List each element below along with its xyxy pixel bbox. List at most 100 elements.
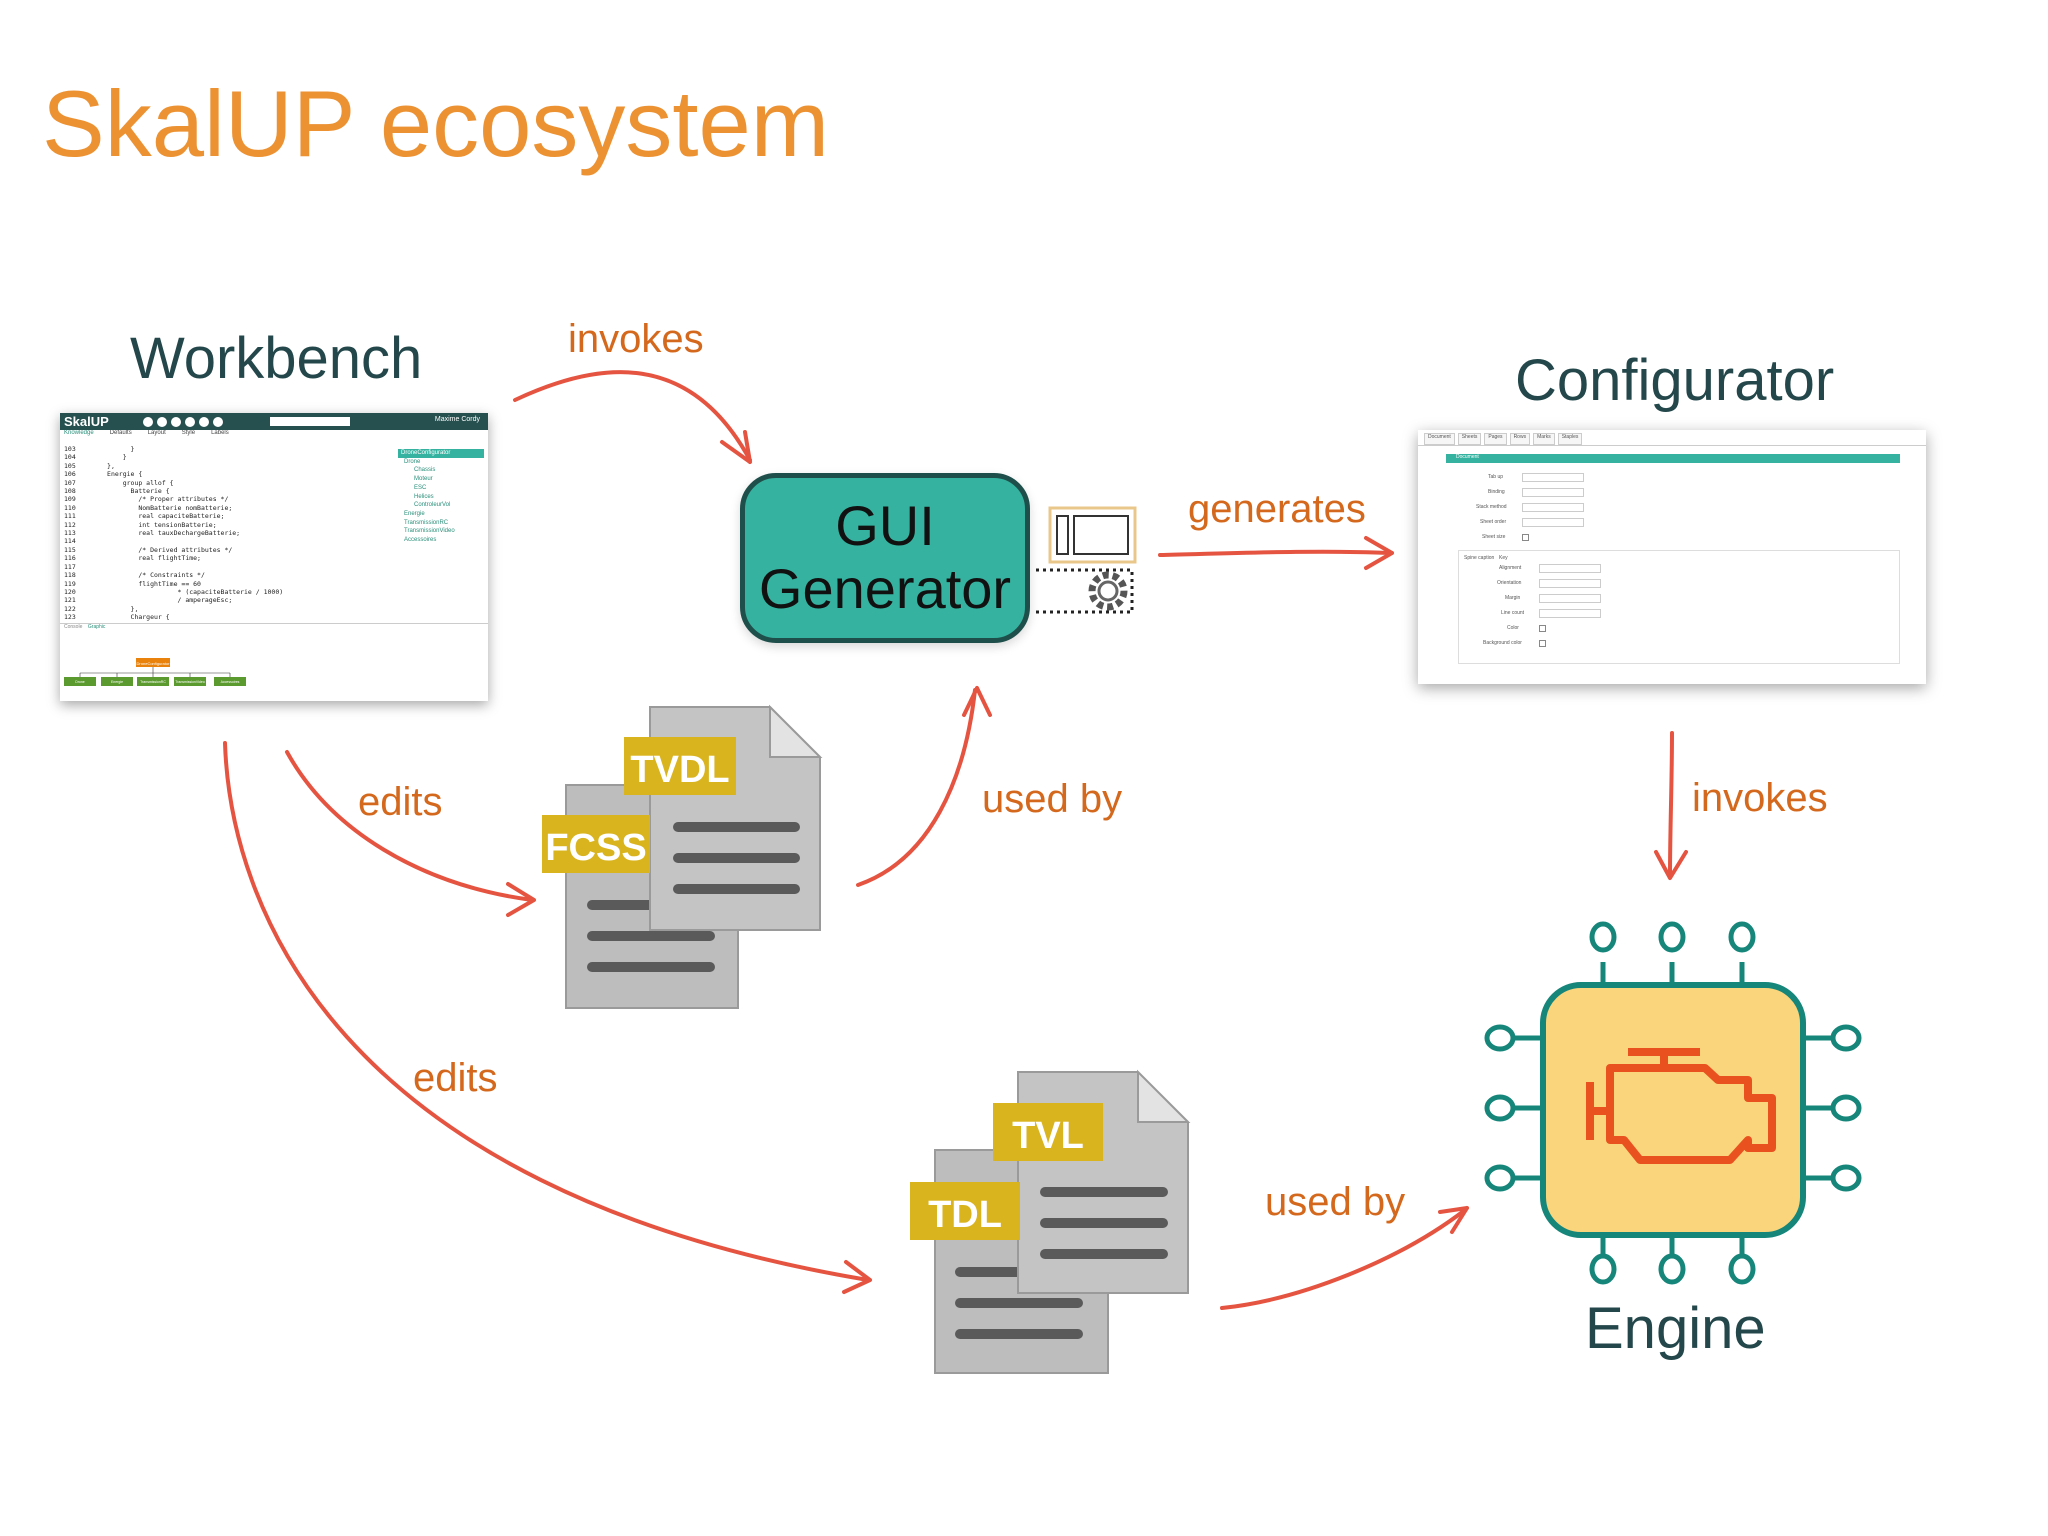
engine-label: Engine [1585,1296,1766,1361]
tree-item[interactable]: DroneConfigurator [398,449,484,458]
edge-label-invokes-gui: invokes [568,317,704,361]
arrow-gui-to-configurator [1158,549,1392,557]
field-select[interactable] [1522,503,1584,512]
tab-style[interactable]: Style [181,430,196,436]
configurator-tabs: Document Sheets Pages Rows Marks Staples [1418,430,1926,446]
workbench-user-name: Maxime Cordy [434,416,480,423]
gui-generator-label-line1: GUI [835,494,935,558]
window-icon [1048,506,1137,564]
workbench-tree: DroneConfigurator Drone Chassis Moteur E… [398,449,484,545]
tab-staples[interactable]: Staples [1557,433,1583,445]
graph-node: Energie [111,680,123,684]
arrow-tdl-to-engine [1220,1208,1467,1310]
tab-console[interactable]: Console [64,624,83,630]
gui-generator-label-line2: Generator [758,557,1012,620]
field-label: Sheet order [1480,519,1507,525]
engine-chip [1484,921,1862,1285]
tree-item[interactable]: ControleurVol [414,502,451,509]
feature-graph: DroneConfigurator Drone Energie Transmis… [64,658,246,686]
group-title: Spine caption [1464,555,1495,561]
arrow-tvdl-to-gui [856,688,977,887]
tdl-tag-text: TDL [928,1194,1002,1236]
field-select[interactable] [1522,518,1584,527]
workbench-toolbar: SkalUP Maxime Cordy [60,413,488,430]
arrow-configurator-to-engine [1668,731,1674,877]
configurator-group: Spine caption Key Alignment Orientation … [1458,550,1900,664]
graph-node: Drone [75,680,85,684]
workbench-screenshot: SkalUP Maxime Cordy Knowledge Defaults L… [60,413,488,701]
tree-item[interactable]: Accessoires [404,537,437,544]
workbench-label: Workbench [130,326,423,391]
configurator-screenshot: Document Sheets Pages Rows Marks Staples… [1418,430,1926,684]
workbench-bottom-tabs: Console Graphic [60,624,488,630]
toolbar-icons [143,417,223,427]
tab-marks[interactable]: Marks [1533,433,1555,445]
tab-sheets[interactable]: Sheets [1457,433,1482,445]
document-tdl-tag: TDL [910,1182,1020,1240]
tree-item[interactable]: Chassis [414,467,436,474]
field-label: Background color [1483,640,1522,646]
edge-label-generates: generates [1188,487,1366,531]
arrow-workbench-to-tvdl [285,750,534,902]
edge-label-used-by-gui: used by [982,777,1123,821]
workbench-app-name: SkalUP [64,414,109,429]
arrowhead-tdl [842,1260,872,1294]
gear-icon [1036,568,1134,614]
field-label: Orientation [1497,580,1522,586]
field-input[interactable] [1539,594,1601,603]
field-checkbox[interactable] [1539,640,1546,647]
field-label: Binding [1488,489,1505,495]
arrowhead-engine-from-docs [1438,1206,1469,1234]
arrow-workbench-to-gui [513,370,752,462]
field-select[interactable] [1522,488,1584,497]
tree-item[interactable]: ESC [414,484,427,491]
field-label: Stack method [1476,504,1507,510]
field-select[interactable] [1539,579,1601,588]
tree-item[interactable]: TransmissionRC [404,519,449,526]
arrowhead-tvdl [506,882,536,917]
tab-rows[interactable]: Rows [1509,433,1531,445]
arrow-workbench-to-tdl [223,741,870,1282]
field-input[interactable] [1539,609,1601,618]
field-label: Line count [1501,610,1525,616]
configurator-section-header: Document [1446,454,1900,463]
field-label: Sheet size [1482,534,1506,540]
configurator-label: Configurator [1515,348,1835,413]
tree-item[interactable]: Energie [404,510,425,517]
workbench-search-input[interactable] [270,417,350,426]
field-label: Tab up [1488,474,1504,480]
tab-defaults[interactable]: Defaults [109,430,132,436]
arrowhead-gui [720,430,752,464]
tab-pages[interactable]: Pages [1484,433,1507,445]
gui-generator-node: GUI Generator [740,473,1030,643]
graph-root: DroneConfigurator [137,661,171,666]
tree-item[interactable]: Moteur [414,476,433,483]
arrowhead-engine [1654,850,1688,880]
workbench-bottom-panel: Console Graphic DroneConfigurator Drone … [60,623,488,701]
tab-graphic[interactable]: Graphic [87,624,106,630]
edge-label-invokes-engine: invokes [1692,776,1828,820]
graph-node: TransmissionRC [140,680,166,684]
field-label: Margin [1505,595,1521,601]
engine-icon [1586,1048,1776,1164]
field-select[interactable] [1522,473,1584,482]
tab-knowledge[interactable]: Knowledge [64,430,94,436]
field-checkbox[interactable] [1522,534,1529,541]
fcss-tag-text: FCSS [545,827,646,869]
field-label: Color [1507,625,1519,631]
field-checkbox[interactable] [1539,625,1546,632]
tree-item[interactable]: Helices [414,493,434,500]
tab-labels[interactable]: Labels [211,430,229,436]
graph-node: Accessoires [221,680,240,684]
tvl-tag-text: TVL [1012,1115,1084,1157]
tree-item[interactable]: TransmissionVideo [404,528,455,535]
group-key: Key [1499,555,1508,561]
tree-item[interactable]: Drone [404,458,421,465]
page-title: SkalUP ecosystem [42,71,830,176]
field-select[interactable] [1539,564,1601,573]
workbench-code-editor[interactable]: 103 } 104 } 105 }, 106 Energie { 107 gro… [64,445,284,622]
tab-layout[interactable]: Layout [147,430,166,436]
tab-document[interactable]: Document [1424,433,1455,445]
field-label: Alignment [1499,565,1522,571]
